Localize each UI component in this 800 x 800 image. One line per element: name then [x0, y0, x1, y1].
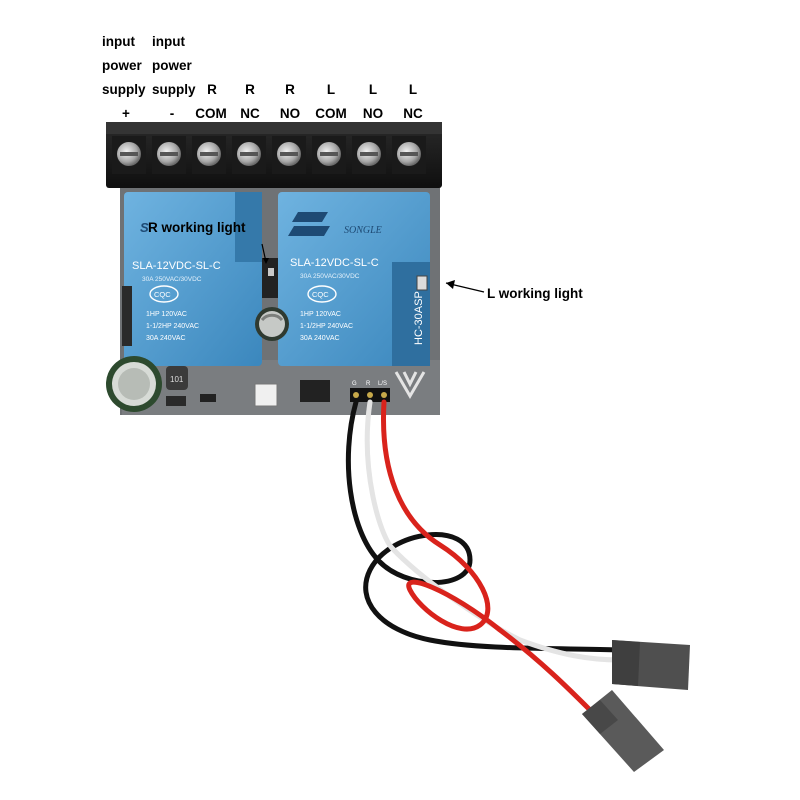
label-input-power-plus: input power supply: [102, 30, 146, 102]
pin-label: L/S: [378, 381, 387, 387]
switch: [254, 383, 278, 407]
relay-left-cert: CQC: [154, 290, 171, 299]
pin-label: R: [366, 381, 371, 387]
label-line: supply: [152, 82, 196, 97]
brand-logo-icon: [394, 371, 426, 399]
label-l-com: COM: [315, 106, 347, 121]
connector-upper: [612, 640, 690, 690]
label-line: power: [152, 58, 192, 73]
capacitor-large: [106, 356, 162, 412]
smd-part: [200, 394, 216, 402]
svg-text:S: S: [140, 220, 149, 235]
smd-part: [122, 286, 132, 346]
label-plus: +: [122, 106, 130, 121]
inductor: 101: [166, 366, 188, 390]
pin-label: G: [352, 381, 357, 387]
arrow-head: [446, 280, 455, 289]
label-l-nc: NC: [403, 106, 423, 121]
pin-header: G R L/S: [350, 381, 390, 402]
terminal-screw-5: [272, 136, 306, 174]
label-side-l: L: [408, 82, 418, 97]
relay-right-model: SLA-12VDC-SL-C: [290, 257, 379, 269]
r-working-light-label: R working light: [148, 220, 246, 235]
relay-right-cert: CQC: [312, 290, 329, 299]
label-side-r: R: [207, 82, 217, 97]
relay-right-line: 1HP 120VAC: [300, 311, 341, 318]
label-side-r: R: [245, 82, 255, 97]
terminal-screw-1: [112, 136, 146, 174]
r-working-light-led: [268, 268, 274, 276]
relay-right-line: 1-1/2HP 240VAC: [300, 323, 353, 330]
board-silk: HC-30ASP: [413, 291, 425, 345]
terminal-screw-7: [352, 136, 386, 174]
terminal-screw-4: [232, 136, 266, 174]
relay-right-line: 30A 240VAC: [300, 335, 340, 342]
relay-left-line: 1-1/2HP 240VAC: [146, 323, 199, 330]
relay-right-brand: SONGLE: [344, 225, 382, 236]
terminal-screw-6: [312, 136, 346, 174]
label-line: power: [102, 58, 142, 73]
relay-left: S SLA-12VDC-SL-C 30A 250VAC/30VDC CQC 1H…: [124, 192, 262, 366]
smd-part: [166, 396, 186, 406]
arrow-head: [263, 258, 269, 264]
label-line: input: [152, 34, 185, 49]
label-r-com: COM: [195, 106, 227, 121]
relay-right-rating: 30A 250VAC/30VDC: [300, 273, 360, 280]
connector-lower: [582, 690, 664, 772]
l-working-light-led: [416, 275, 428, 291]
label-side-l: L: [326, 82, 336, 97]
l-working-light-label: L working light: [487, 286, 583, 301]
label-side-l: L: [368, 82, 378, 97]
wire-harness: [345, 399, 623, 713]
relay-left-model: SLA-12VDC-SL-C: [132, 260, 221, 272]
capacitor-small: [255, 307, 289, 341]
relay-left-line: 1HP 120VAC: [146, 311, 187, 318]
inductor-label: 101: [170, 375, 184, 384]
terminal-block: [106, 122, 442, 188]
label-r-no: NO: [279, 106, 301, 121]
label-line: input: [102, 34, 135, 49]
smd-part: [300, 380, 330, 402]
relay-left-line: 30A 240VAC: [146, 335, 186, 342]
chip-ic: [262, 258, 278, 298]
relay-left-rating: 30A 250VAC/30VDC: [142, 276, 202, 283]
label-side-r: R: [285, 82, 295, 97]
label-minus: -: [169, 106, 175, 121]
label-l-no: NO: [362, 106, 384, 121]
terminal-screw-8: [392, 136, 426, 174]
label-input-power-minus: input power supply: [152, 30, 196, 102]
terminal-screw-3: [192, 136, 226, 174]
label-line: supply: [102, 82, 146, 97]
relay-right: SONGLE SLA-12VDC-SL-C 30A 250VAC/30VDC C…: [278, 192, 430, 366]
label-r-nc: NC: [240, 106, 260, 121]
terminal-screw-2: [152, 136, 186, 174]
